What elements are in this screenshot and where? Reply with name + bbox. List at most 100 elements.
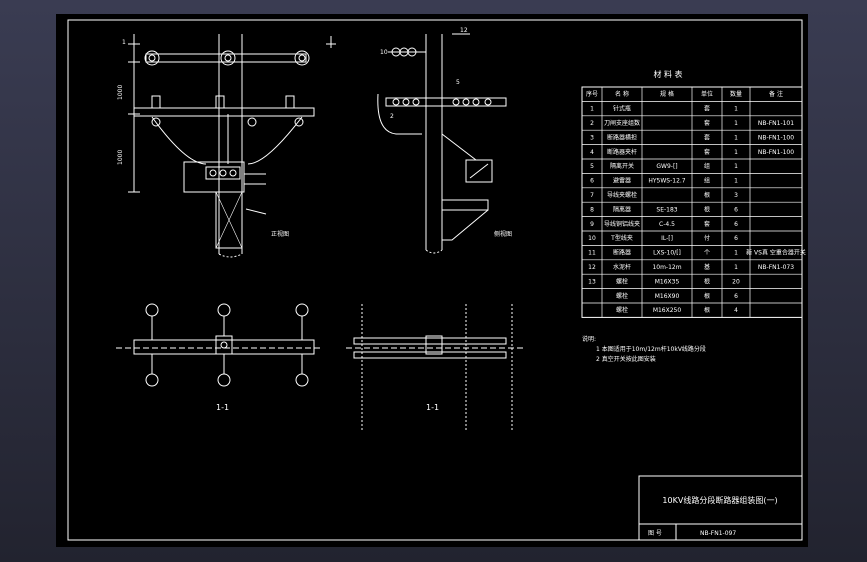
table-cell: LXS-10/[] (653, 250, 681, 257)
table-cell: NB-FN1-100 (758, 149, 794, 156)
table-cell: 10m-12m (652, 264, 681, 271)
table-cell: M16X250 (653, 307, 682, 314)
table-header-cell: 名 称 (615, 90, 629, 98)
table-cell: 根 (704, 277, 710, 285)
table-cell: 螺栓 (616, 277, 628, 285)
table-cell: 根 (704, 205, 710, 213)
side-view-label: 侧视图 (494, 230, 512, 238)
table-cell: 螺栓 (616, 292, 628, 300)
table-cell: 20 (732, 278, 740, 285)
table-cell: 13 (588, 278, 596, 285)
side-callout-12: 12 (460, 27, 468, 34)
table-cell: 水泥杆 (613, 263, 631, 271)
title-block (638, 475, 803, 541)
dim-mid: 1000 (117, 85, 124, 100)
table-cell: 套 (704, 119, 710, 127)
materials-table-title: 材 料 表 (653, 69, 682, 79)
table-cell: 4 (590, 149, 594, 156)
table-cell: 12 (588, 264, 596, 271)
table-cell: 套 (704, 133, 710, 141)
table-cell: 避雷器 (613, 177, 631, 185)
table-cell: 断路器 (613, 249, 631, 257)
table-cell: M16X35 (655, 278, 680, 285)
table-cell: 7 (590, 192, 594, 199)
table-cell: 1 (734, 134, 738, 141)
table-cell: 基 (704, 263, 710, 271)
table-cell: NB-FN1-100 (758, 134, 794, 141)
table-cell: 组 (704, 162, 710, 170)
table-cell: 付 (704, 234, 710, 242)
table-cell: 刀闸支座组数 (604, 119, 640, 127)
notes-heading: 说明: (582, 335, 596, 343)
table-header-cell: 单位 (701, 90, 713, 98)
section-left (116, 303, 321, 387)
table-header-cell: 序号 (586, 90, 598, 98)
front-view: 正视图 (128, 34, 336, 258)
table-cell: IL-[] (661, 235, 673, 242)
section-right (346, 304, 526, 430)
table-cell: 针式瓶 (613, 105, 631, 113)
table-cell: T型线夹 (610, 234, 633, 242)
table-cell: 6 (734, 293, 738, 300)
side-callout-2: 2 (390, 113, 394, 120)
table-cell: SE-183 (656, 206, 677, 213)
table-cell: 新 VS真 空重合器开关 (746, 249, 806, 257)
table-cell: 10 (588, 235, 596, 242)
cad-drawing: 正视图 1 1000 1000 (67, 19, 806, 541)
title-block-title: 10KV线路分段断路器组装图(一) (662, 495, 777, 505)
section-left-label: 1-1 (216, 403, 229, 412)
table-cell: 1 (734, 163, 738, 170)
table-cell: 4 (734, 307, 738, 314)
table-cell: 3 (590, 134, 594, 141)
table-cell: 组 (704, 177, 710, 185)
table-cell: 1 (734, 264, 738, 271)
dim-top: 1 (122, 39, 126, 46)
table-cell: 根 (704, 292, 710, 300)
table-cell: 断路器横担 (607, 133, 637, 141)
note-2: 2 真空开关按此图安装 (596, 355, 656, 363)
table-cell: M16X90 (655, 293, 680, 300)
side-callout-10: 10 (380, 49, 388, 56)
table-header-cell: 数量 (730, 90, 742, 98)
table-cell: HY5WS-12.7 (648, 178, 685, 185)
table-cell: 5 (590, 163, 594, 170)
table-cell: 8 (590, 206, 594, 213)
table-cell: 6 (734, 235, 738, 242)
table-cell: 6 (590, 178, 594, 185)
front-view-label: 正视图 (271, 230, 289, 238)
section-right-label: 1-1 (426, 403, 439, 412)
table-cell: 11 (588, 250, 596, 257)
table-cell: 9 (590, 221, 594, 228)
table-cell: 套 (704, 105, 710, 113)
table-cell: NB-FN1-073 (758, 264, 794, 271)
table-cell: 套 (704, 148, 710, 156)
table-cell: 根 (704, 191, 710, 199)
table-cell: 1 (590, 106, 594, 113)
table-cell: 1 (734, 178, 738, 185)
table-cell: 6 (734, 206, 738, 213)
table-cell: 个 (704, 250, 710, 257)
table-cell: 3 (734, 192, 738, 199)
table-cell: 套 (704, 220, 710, 228)
dim-lower: 1000 (117, 150, 124, 165)
table-cell: 隔离开关 (610, 162, 634, 170)
table-cell: 断路器夹杆 (607, 148, 637, 156)
drawing-no: NB-FN1-097 (700, 530, 736, 537)
table-header-cell: 备 注 (769, 90, 783, 98)
table-header-cell: 规 格 (660, 90, 674, 98)
table-cell: 隔离器 (613, 205, 631, 213)
table-cell: 导线夹螺栓 (607, 191, 637, 199)
side-callout-5: 5 (456, 79, 460, 86)
note-1: 1 本图适用于10m/12m杆10kV线路分段 (596, 345, 706, 353)
table-cell: C-4.5 (659, 221, 675, 228)
table-cell: 6 (734, 221, 738, 228)
drawing-no-label: 图 号 (648, 530, 662, 537)
table-cell: 1 (734, 120, 738, 127)
drawing-sheet: 正视图 1 1000 1000 (56, 14, 808, 547)
table-cell: 导线铜铝线夹 (604, 220, 640, 228)
table-cell: 2 (590, 120, 594, 127)
table-cell: GW9-[] (656, 163, 677, 170)
table-cell: 根 (704, 306, 710, 314)
